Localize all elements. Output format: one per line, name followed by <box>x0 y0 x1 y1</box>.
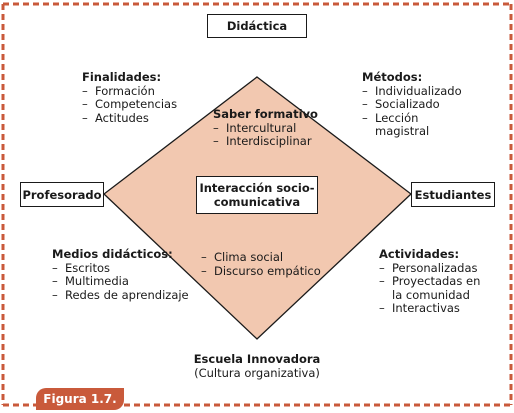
left-box-profesorado: Profesorado <box>20 182 104 207</box>
list-item: Personalizadas <box>379 261 480 276</box>
center-box-line-1: Interacción socio- <box>199 181 315 195</box>
center-box-line-2: comunicativa <box>213 195 301 209</box>
top-right-block: Métodos: Individualizado Socializado Lec… <box>362 70 462 139</box>
inner-top-heading: Saber formativo <box>213 107 318 121</box>
list-item: Interdisciplinar <box>213 135 318 149</box>
list-item: Discurso empático <box>201 264 321 279</box>
list-item: Competencias <box>82 98 177 112</box>
bottom-left-block: Medios didácticos: Escritos Multimedia R… <box>52 247 189 303</box>
list-item: Lección <box>362 111 462 126</box>
list-item: Redes de aprendizaje <box>52 288 189 303</box>
inner-bottom-block: Clima social Discurso empático <box>201 250 321 279</box>
top-right-heading: Métodos: <box>362 70 423 84</box>
list-item: la comunidad <box>392 287 470 302</box>
top-left-heading: Finalidades: <box>82 70 162 84</box>
bottom-left-heading: Medios didácticos: <box>52 247 173 261</box>
bottom-right-heading: Actividades: <box>379 247 460 261</box>
figure-label: Figura 1.7. <box>36 388 124 410</box>
list-item: Individualizado <box>362 84 462 99</box>
list-item: magistral <box>375 124 430 139</box>
inner-top-block: Saber formativo Intercultural Interdisci… <box>213 107 318 149</box>
top-box-didactica: Didáctica <box>207 14 307 38</box>
list-item: Socializado <box>362 98 462 112</box>
list-item: Interactivas <box>379 302 480 316</box>
list-item: Escritos <box>52 261 189 276</box>
list-item: Intercultural <box>213 121 318 136</box>
list-item: Proyectadas en <box>379 275 480 289</box>
right-box-estudiantes: Estudiantes <box>411 182 495 207</box>
bottom-right-block: Actividades: Personalizadas Proyectadas … <box>379 247 480 316</box>
center-box-interaccion: Interacción socio- comunicativa <box>196 176 318 214</box>
list-item: Clima social <box>201 250 321 265</box>
list-item: Actitudes <box>82 111 177 126</box>
list-item: Formación <box>82 84 177 99</box>
top-left-block: Finalidades: Formación Competencias Acti… <box>82 70 177 126</box>
bottom-subtitle: (Cultura organizativa) <box>194 366 320 380</box>
bottom-title: Escuela Innovadora <box>193 352 321 366</box>
list-item: Multimedia <box>52 275 189 289</box>
